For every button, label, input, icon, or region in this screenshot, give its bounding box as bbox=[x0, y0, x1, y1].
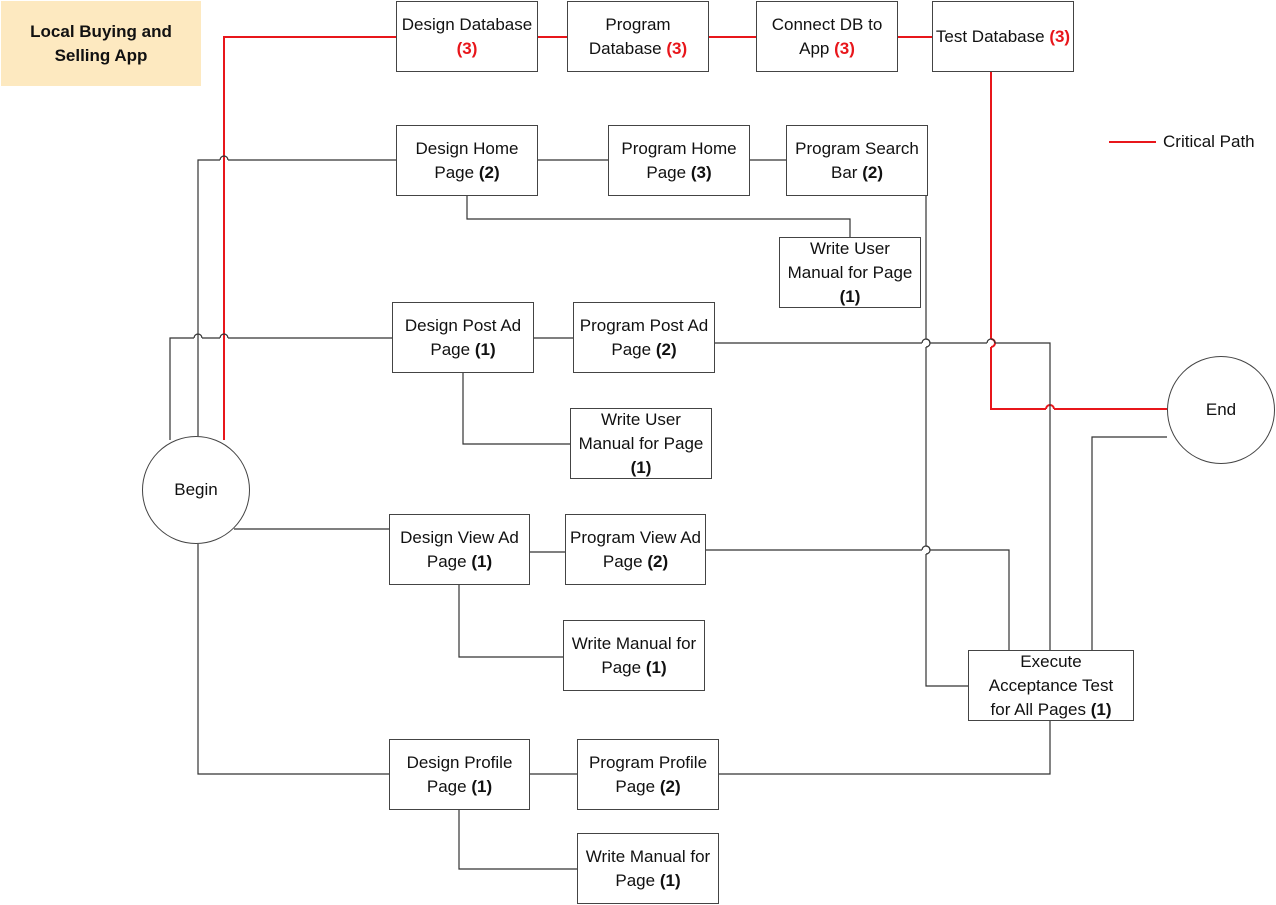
task-duration: (1) bbox=[645, 657, 667, 677]
task-name: Design View Ad Page (1) bbox=[400, 527, 519, 571]
task-program-home: Program Home Page (3) bbox=[608, 125, 750, 196]
line-design-view-manual bbox=[458, 585, 563, 658]
task-duration: (3) bbox=[834, 38, 855, 58]
task-duration: (2) bbox=[862, 162, 883, 182]
task-duration: (2) bbox=[659, 776, 681, 796]
task-manual-home: Write User Manual for Page (1) bbox=[779, 237, 921, 308]
task-duration: (1) bbox=[839, 286, 861, 306]
task-name: Program Profile Page (2) bbox=[588, 752, 708, 796]
task-name: Program Database (3) bbox=[588, 14, 688, 58]
task-design-view: Design View Ad Page (1) bbox=[389, 514, 530, 585]
task-name: Test Database (3) bbox=[935, 26, 1071, 46]
task-duration: (1) bbox=[1090, 699, 1112, 719]
task-name: Program View Ad Page (2) bbox=[569, 527, 702, 571]
line-begin-design-profile bbox=[197, 544, 389, 775]
task-name: Program Post Ad Page (2) bbox=[579, 315, 709, 359]
task-program-database: Program Database (3) bbox=[567, 1, 709, 72]
task-name: Execute Acceptance Test for All Pages (1… bbox=[988, 651, 1114, 719]
task-design-post: Design Post Ad Page (1) bbox=[392, 302, 534, 373]
line-begin-design-home bbox=[197, 159, 220, 436]
task-name: Write Manual for Page (1) bbox=[571, 633, 697, 677]
line-begin-design-post bbox=[169, 337, 194, 440]
legend-critical-swatch bbox=[1109, 141, 1156, 143]
line-design-post-manual bbox=[462, 373, 570, 445]
task-name: Write User Manual for Page (1) bbox=[787, 238, 913, 306]
task-duration: (1) bbox=[471, 776, 493, 796]
task-name: Program Search Bar (2) bbox=[795, 138, 919, 182]
task-name: Write Manual for Page (1) bbox=[585, 846, 711, 890]
critical-line-begin-design-db bbox=[223, 36, 396, 440]
task-duration: (3) bbox=[456, 38, 478, 58]
task-duration: (1) bbox=[630, 457, 652, 477]
task-duration: (2) bbox=[647, 551, 669, 571]
task-manual-view: Write Manual for Page (1) bbox=[563, 620, 705, 691]
line-design-profile-manual bbox=[458, 809, 577, 870]
legend: Critical Path bbox=[1109, 130, 1255, 154]
task-program-view: Program View Ad Page (2) bbox=[565, 514, 706, 585]
line-design-home-manual bbox=[466, 196, 851, 237]
task-duration: (2) bbox=[655, 339, 677, 359]
task-name: Design Profile Page (1) bbox=[406, 752, 513, 796]
line-acceptance-end bbox=[1091, 436, 1167, 650]
begin-node: Begin bbox=[142, 436, 250, 544]
task-acceptance-test: Execute Acceptance Test for All Pages (1… bbox=[968, 650, 1134, 721]
diagram-title: Local Buying and Selling App bbox=[1, 1, 201, 86]
task-name: Design Home Page (2) bbox=[415, 138, 519, 182]
task-manual-post: Write User Manual for Page (1) bbox=[570, 408, 712, 479]
task-manual-profile: Write Manual for Page (1) bbox=[577, 833, 719, 904]
task-test-database: Test Database (3) bbox=[932, 1, 1074, 72]
task-duration: (3) bbox=[690, 162, 712, 182]
task-program-search: Program Search Bar (2) bbox=[786, 125, 928, 196]
critical-line-test-db-end-2 bbox=[990, 347, 1046, 410]
end-node: End bbox=[1167, 356, 1275, 464]
task-design-profile: Design Profile Page (1) bbox=[389, 739, 530, 810]
task-name: Connect DB to App (3) bbox=[771, 14, 883, 58]
task-program-post: Program Post Ad Page (2) bbox=[573, 302, 715, 373]
legend-label: Critical Path bbox=[1163, 132, 1255, 151]
task-name: Design Database (3) bbox=[401, 14, 533, 58]
end-label: End bbox=[1205, 400, 1237, 419]
task-name: Write User Manual for Page (1) bbox=[578, 409, 704, 477]
task-duration: (3) bbox=[666, 38, 688, 58]
task-design-home: Design Home Page (2) bbox=[396, 125, 538, 196]
task-name: Design Post Ad Page (1) bbox=[404, 315, 522, 359]
task-name: Program Home Page (3) bbox=[621, 138, 737, 182]
task-duration: (1) bbox=[474, 339, 496, 359]
task-duration: (1) bbox=[471, 551, 493, 571]
task-program-profile: Program Profile Page (2) bbox=[577, 739, 719, 810]
task-duration: (3) bbox=[1049, 26, 1071, 46]
task-design-database: Design Database (3) bbox=[396, 1, 538, 72]
line-program-profile-acceptance bbox=[719, 721, 1051, 775]
task-connect-db: Connect DB to App (3) bbox=[756, 1, 898, 72]
task-duration: (2) bbox=[478, 162, 500, 182]
begin-label: Begin bbox=[174, 480, 218, 499]
task-duration: (1) bbox=[659, 870, 681, 890]
